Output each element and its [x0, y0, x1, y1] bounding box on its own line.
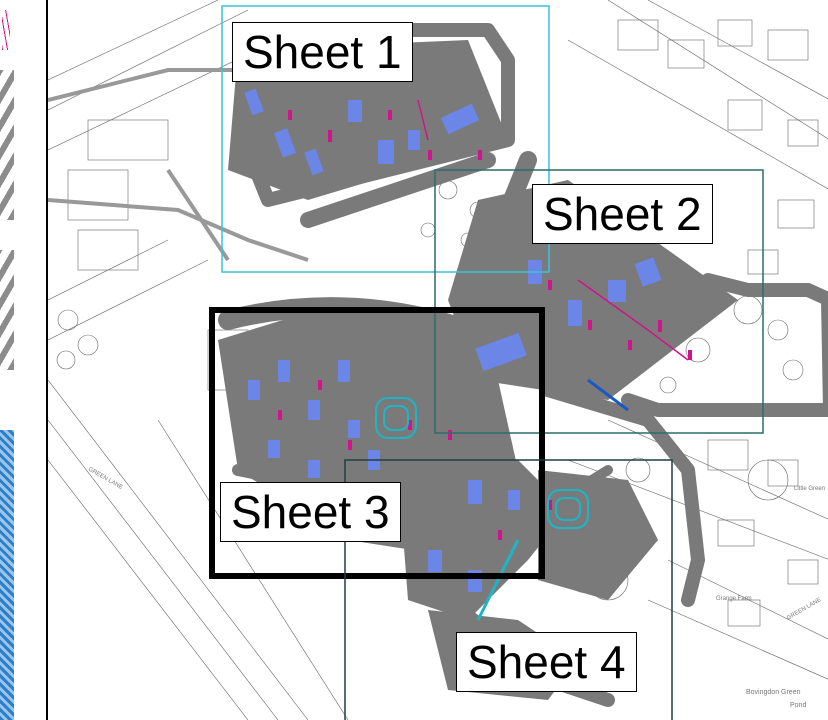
sheet-4-label[interactable]: Sheet 4	[456, 632, 637, 692]
road-label-green-lane: GREEN LANE	[87, 467, 124, 492]
magenta-utilities	[278, 110, 692, 540]
gray-linework	[0, 250, 14, 370]
blue-hatch-area	[0, 430, 14, 720]
magenta-linework	[2, 10, 10, 50]
sheet-1-label[interactable]: Sheet 1	[232, 22, 413, 82]
place-label-pond: Pond	[790, 702, 806, 709]
development-plots	[218, 40, 738, 700]
building-units	[244, 88, 662, 592]
cyan-drainage	[375, 99, 689, 621]
place-label-little-green: Little Green	[794, 486, 825, 492]
sheet-frames	[209, 5, 764, 720]
site-plan-drawing: Bovingdon Green Pond Grange Farm Little …	[48, 0, 828, 720]
place-label-grange-farm: Grange Farm	[716, 596, 752, 602]
site-plan-map[interactable]: Bovingdon Green Pond Grange Farm Little …	[46, 0, 828, 720]
road-label-green-lane-east: GREEN LANE	[786, 597, 823, 622]
gray-linework	[0, 70, 14, 220]
place-label-bovingdon-green: Bovingdon Green	[746, 689, 801, 696]
sheet-2-label[interactable]: Sheet 2	[532, 184, 713, 244]
sheet-3-label[interactable]: Sheet 3	[220, 482, 401, 542]
adjacent-map-strip	[0, 0, 14, 720]
